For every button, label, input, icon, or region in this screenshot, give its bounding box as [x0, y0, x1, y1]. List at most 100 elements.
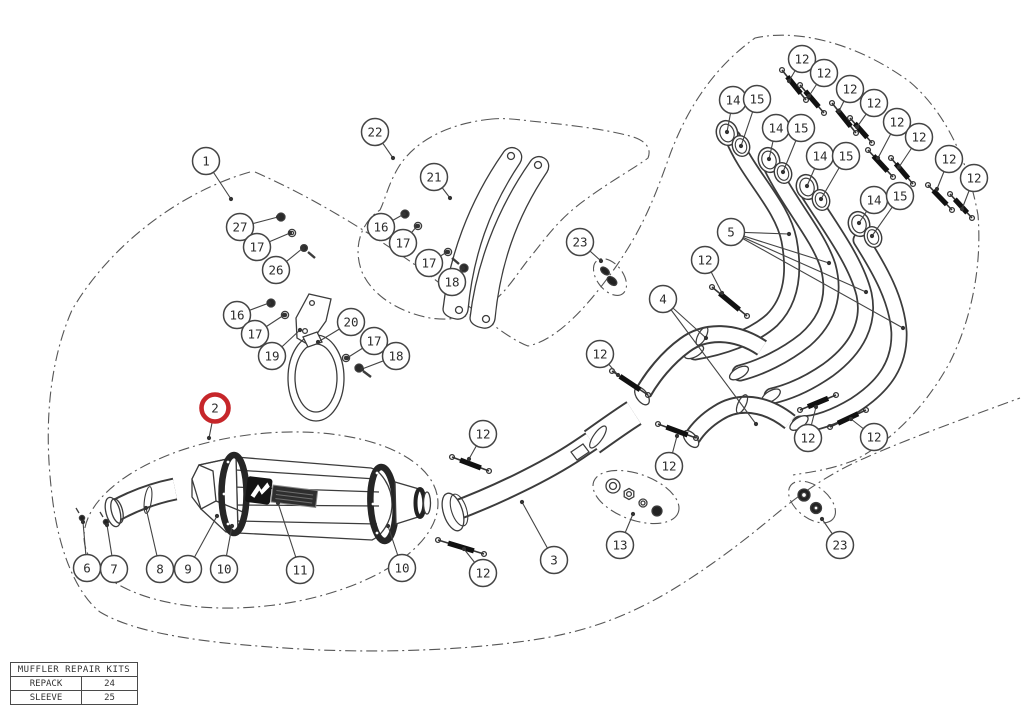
callout-7[interactable]: [99, 554, 129, 584]
leader-dot: [836, 108, 842, 114]
callout-17[interactable]: [414, 248, 444, 278]
callout-16[interactable]: [366, 212, 396, 242]
callout-4[interactable]: [648, 284, 678, 314]
callout-12[interactable]: [654, 451, 684, 481]
callout-12[interactable]: [959, 163, 989, 193]
callout-21[interactable]: [419, 162, 449, 192]
callout-17[interactable]: [359, 326, 389, 356]
callout-12[interactable]: [809, 58, 839, 88]
callout-12[interactable]: [793, 423, 823, 453]
callout-8[interactable]: [145, 554, 175, 584]
callout-12[interactable]: [859, 422, 889, 452]
leader-dot: [875, 155, 881, 161]
spring-hook: [948, 206, 956, 214]
callout-15[interactable]: [885, 181, 915, 211]
callout-12[interactable]: [904, 122, 934, 152]
callout-number: 12: [816, 65, 831, 80]
callout-12[interactable]: [468, 419, 498, 449]
callout-9[interactable]: [173, 554, 203, 584]
table-row-sleeve[interactable]: SLEEVE 25: [11, 691, 137, 704]
callout-number: 12: [889, 114, 904, 129]
callout-2-highlighted[interactable]: [199, 392, 231, 424]
callout-23[interactable]: [825, 530, 855, 560]
leader-dot: [703, 335, 709, 341]
link-pipe-drawing: [441, 401, 642, 532]
callout-12[interactable]: [859, 88, 889, 118]
callout-12[interactable]: [835, 74, 865, 104]
callout-number: 16: [229, 307, 244, 322]
callout-16[interactable]: [222, 300, 252, 330]
callout-12[interactable]: [468, 558, 498, 588]
header-pipes-drawing: [683, 129, 908, 433]
callout-number: 14: [866, 192, 881, 207]
leader-dot: [959, 206, 965, 212]
leader-dot: [724, 129, 730, 135]
flange-ring-14-inner: [799, 177, 815, 197]
callout-number: 5: [727, 224, 735, 239]
callout-23[interactable]: [565, 227, 595, 257]
callout-number: 9: [184, 561, 192, 576]
spring-hook: [909, 180, 917, 188]
callout-number: 27: [232, 219, 247, 234]
callout-26[interactable]: [261, 255, 291, 285]
leader-dot: [806, 93, 812, 99]
leader-dot: [214, 513, 220, 519]
callout-12[interactable]: [690, 245, 720, 275]
callout-12[interactable]: [882, 107, 912, 137]
callout-number: 7: [110, 561, 118, 576]
callout-17[interactable]: [242, 232, 272, 262]
spring-hook: [820, 109, 828, 117]
callout-number: 12: [592, 346, 607, 361]
leader-dot: [753, 421, 759, 427]
callout-13[interactable]: [605, 530, 635, 560]
callout-15[interactable]: [786, 113, 816, 143]
callout-number: 12: [911, 129, 926, 144]
leader-dot: [143, 505, 149, 511]
leader-dot: [863, 289, 869, 295]
callout-5[interactable]: [716, 217, 746, 247]
callout-22[interactable]: [360, 117, 390, 147]
callout-18[interactable]: [381, 341, 411, 371]
link-pipe-inlet-opening: [441, 492, 465, 532]
callout-number: 2: [211, 400, 219, 415]
callout-15[interactable]: [742, 84, 772, 114]
callout-1[interactable]: [191, 146, 221, 176]
spring-hook: [946, 190, 954, 198]
callout-number: 6: [83, 560, 91, 575]
table-row-repack[interactable]: REPACK 24: [11, 677, 137, 691]
leader-dot: [519, 499, 525, 505]
callout-15[interactable]: [831, 141, 861, 171]
callout-12[interactable]: [787, 44, 817, 74]
callout-10[interactable]: [209, 554, 239, 584]
region-outline-heat-shield: [357, 118, 650, 320]
callout-10[interactable]: [387, 553, 417, 583]
callout-number: 13: [612, 537, 627, 552]
leader-dot: [766, 156, 772, 162]
callout-number: 15: [749, 91, 764, 106]
region-outline-hardware-13: [592, 469, 680, 525]
spring-coil: [618, 374, 642, 392]
callout-27[interactable]: [225, 212, 255, 242]
leader-dot: [297, 327, 303, 333]
leader-dot: [460, 265, 466, 271]
header-pipe-inner: [733, 159, 838, 380]
callout-number: 23: [572, 234, 587, 249]
callout-18[interactable]: [437, 267, 467, 297]
callout-number: 10: [394, 560, 409, 575]
leader-dot: [315, 339, 321, 345]
callout-12[interactable]: [585, 339, 615, 369]
region-outline-hardware-23b: [788, 480, 836, 524]
callout-17[interactable]: [388, 228, 418, 258]
callout-19[interactable]: [257, 341, 287, 371]
callout-12[interactable]: [934, 144, 964, 174]
callout-20[interactable]: [336, 307, 366, 337]
callout-number: 26: [268, 262, 283, 277]
callout-number: 15: [892, 188, 907, 203]
spring-coil: [718, 291, 741, 312]
callout-17[interactable]: [240, 319, 270, 349]
callout-number: 12: [475, 565, 490, 580]
callout-3[interactable]: [539, 545, 569, 575]
callout-11[interactable]: [285, 555, 315, 585]
leader-dot: [401, 211, 407, 217]
